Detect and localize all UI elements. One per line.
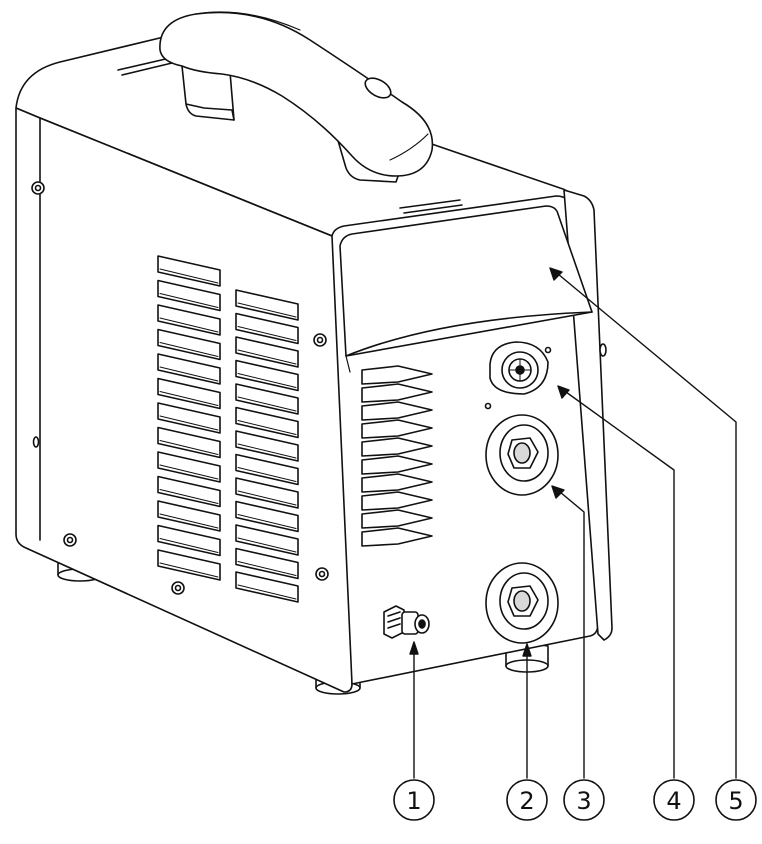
callout-5: 5	[715, 779, 757, 821]
vent-slat	[157, 328, 221, 361]
vent-slat	[361, 509, 433, 529]
vent-slat	[157, 279, 221, 312]
vent-slat	[235, 453, 299, 486]
vent-slat	[235, 500, 299, 533]
vent-slat	[235, 547, 299, 580]
callout-2: 2	[506, 779, 548, 821]
vent-slat	[235, 430, 299, 462]
vent-slat	[235, 571, 299, 603]
side-hole	[32, 436, 40, 448]
svg-text:2: 2	[519, 787, 534, 815]
vent-slat	[157, 426, 221, 459]
screw-icon	[63, 533, 77, 547]
vent-slat	[157, 451, 221, 483]
svg-text:3: 3	[576, 787, 591, 815]
vent-slat	[157, 304, 221, 336]
vent-slat	[235, 524, 299, 556]
callout-1: 1	[393, 779, 435, 821]
vent-slat	[235, 289, 299, 321]
side-vent-grille	[157, 255, 299, 603]
vent-slat	[157, 377, 221, 410]
dinse-socket-upper	[485, 414, 559, 496]
vent-slat	[361, 527, 433, 547]
vent-slat	[235, 477, 299, 509]
vent-slat	[157, 524, 221, 557]
vent-slat	[235, 336, 299, 368]
vent-slat	[235, 312, 299, 345]
screw-icon	[315, 567, 329, 581]
callout-3: 3	[563, 779, 605, 821]
screw-icon	[171, 581, 185, 595]
vent-slat	[157, 353, 221, 385]
vent-slat	[157, 255, 221, 287]
vent-slat	[235, 406, 299, 439]
screw-icon	[31, 181, 45, 195]
svg-text:1: 1	[406, 787, 421, 815]
vent-slat	[157, 549, 221, 581]
display-window	[339, 205, 593, 373]
vent-slat	[157, 500, 221, 532]
dinse-socket-lower	[485, 562, 559, 644]
gas-fitting	[383, 605, 430, 639]
vent-slat	[361, 401, 433, 421]
vent-slat	[361, 455, 433, 475]
svg-text:5: 5	[728, 787, 743, 815]
vent-slat	[235, 359, 299, 392]
vent-slat	[157, 402, 221, 434]
svg-text:4: 4	[666, 787, 681, 815]
carry-handle	[159, 11, 434, 183]
control-socket	[484, 341, 552, 410]
leader-lines	[409, 267, 737, 779]
vent-slat	[235, 383, 299, 415]
vent-slat	[361, 383, 433, 403]
vent-slat	[361, 365, 433, 385]
vent-slat	[361, 473, 433, 493]
callout-4: 4	[653, 779, 695, 821]
vent-slat	[361, 491, 433, 511]
vent-slat	[361, 437, 433, 457]
vent-slat	[157, 475, 221, 508]
front-vent-grille	[361, 365, 433, 547]
screw-icon	[313, 333, 327, 347]
vent-slat	[361, 419, 433, 439]
